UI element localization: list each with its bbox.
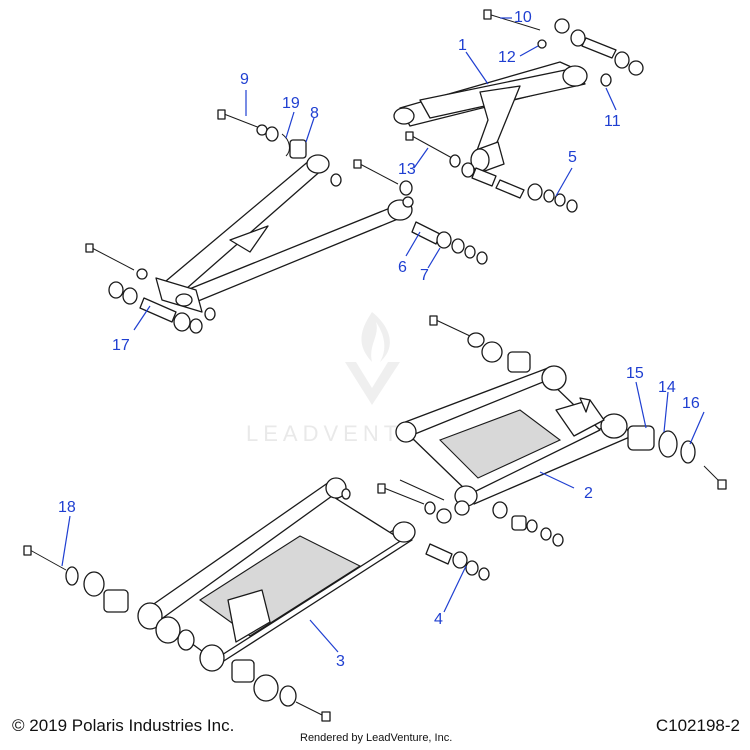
- callout-15: 15: [626, 365, 644, 382]
- upper-left-hardware: [85, 109, 488, 334]
- callout-5: 5: [568, 149, 577, 166]
- callout-11: 11: [604, 113, 621, 130]
- copyright-notice: © 2019 Polaris Industries Inc.: [12, 716, 235, 735]
- callout-14: 14: [658, 379, 676, 396]
- lower-right-hardware: [377, 315, 727, 547]
- callout-3: 3: [336, 653, 345, 670]
- callout-19: 19: [282, 95, 300, 112]
- callout-1: 1: [458, 37, 467, 54]
- callout-13: 13: [398, 161, 416, 178]
- upper-right-a-arm: [393, 61, 588, 173]
- callout-18: 18: [58, 499, 76, 516]
- callout-6: 6: [398, 259, 407, 276]
- upper-right-hardware: [405, 9, 644, 213]
- callout-labels: 1 2 3 4 5 6 7 8 9 10 11 12 13 14 15 16 1…: [58, 9, 700, 670]
- rendered-by-credit: Rendered by LeadVenture, Inc.: [300, 732, 453, 744]
- callout-9: 9: [240, 71, 249, 88]
- callout-leaders: [61, 17, 705, 653]
- lower-left-hardware: [23, 543, 490, 722]
- callout-2: 2: [584, 485, 593, 502]
- callout-17: 17: [112, 337, 130, 354]
- callout-8: 8: [310, 105, 319, 122]
- callout-4: 4: [434, 611, 443, 628]
- callout-12: 12: [498, 49, 516, 66]
- callout-10: 10: [514, 9, 532, 26]
- callout-7: 7: [420, 267, 429, 284]
- upper-left-a-arm: [155, 154, 413, 313]
- figure-id: C102198-2: [655, 716, 740, 735]
- lower-left-a-arm: [137, 477, 416, 672]
- callout-16: 16: [682, 395, 700, 412]
- lower-right-a-arm: [395, 365, 633, 507]
